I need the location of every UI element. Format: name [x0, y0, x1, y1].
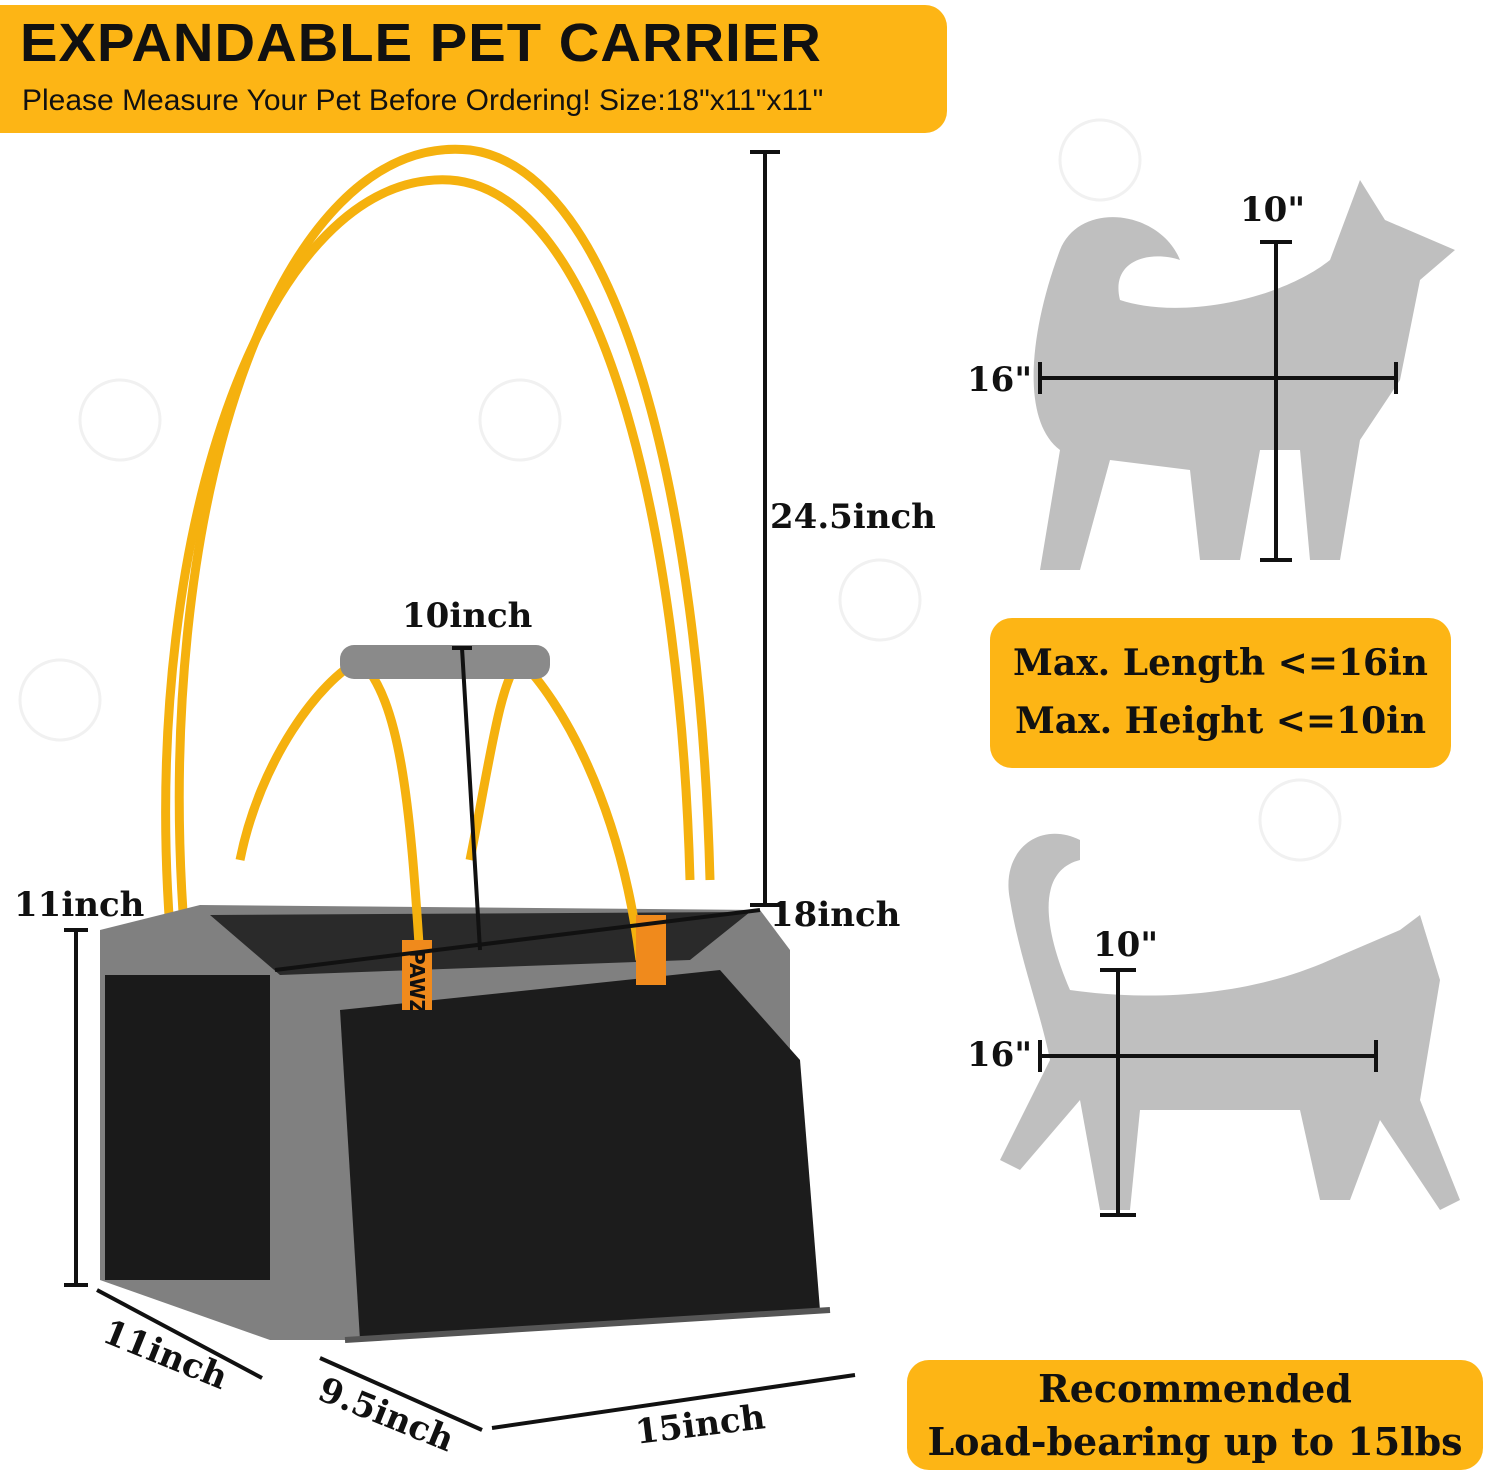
carrier-body: [100, 905, 831, 1343]
paw-watermark-pattern: [18, 118, 1342, 862]
dimension-lines: [64, 150, 856, 1432]
header-banner: [0, 5, 947, 133]
page-subtitle: Please Measure Your Pet Before Ordering!…: [22, 84, 824, 117]
max-length-text: Max. Length <=16in: [1013, 642, 1428, 685]
cat-height-label: 10": [1093, 925, 1159, 965]
load-line-1: Recommended: [1038, 1365, 1352, 1411]
pet-dimension-lines: [1038, 240, 1398, 1217]
length-label: 18inch: [770, 895, 901, 935]
dog-silhouette: [1033, 180, 1455, 570]
page-title: EXPANDABLE PET CARRIER: [20, 13, 822, 73]
cat-silhouette: [1000, 833, 1460, 1210]
strap-height-label: 24.5inch: [770, 497, 936, 537]
height-label: 11inch: [14, 885, 145, 925]
load-bearing-box: Recommended Load-bearing up to 15lbs: [907, 1360, 1483, 1470]
shoulder-strap: [161, 144, 715, 941]
size-limits-box: Max. Length <=16in Max. Height <=10in: [990, 618, 1451, 768]
cat-length-label: 16": [967, 1035, 1033, 1075]
strap-tag-text: PAWZ: [405, 950, 429, 1010]
max-height-text: Max. Height <=10in: [1014, 700, 1427, 742]
load-line-2: Load-bearing up to 15lbs: [927, 1419, 1463, 1464]
handle-height-label: 10inch: [402, 596, 533, 636]
handle-pad: [340, 645, 550, 679]
dog-height-label: 10": [1240, 190, 1306, 230]
dog-length-label: 16": [967, 360, 1033, 400]
